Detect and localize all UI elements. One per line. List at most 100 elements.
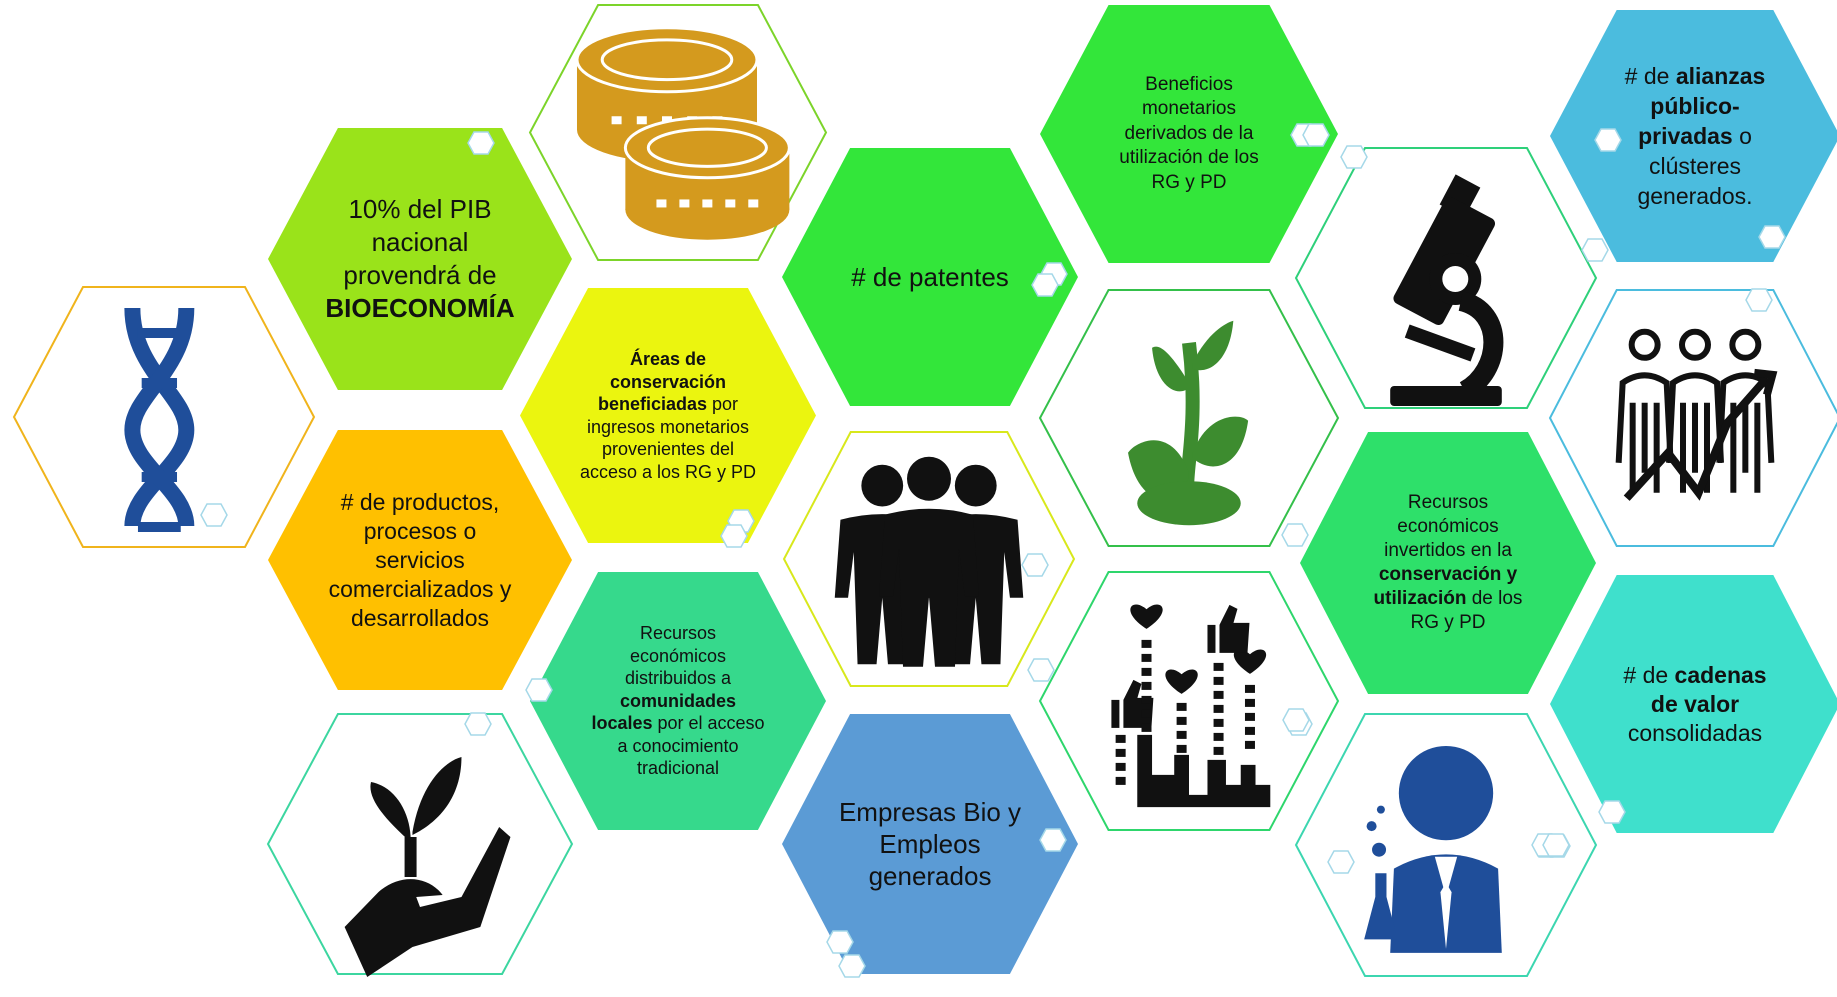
coins-icon [575, 26, 791, 240]
text-line: Beneficios [1119, 73, 1258, 98]
microscope-hex [1294, 147, 1598, 409]
bold-text: conservación [609, 371, 727, 392]
plain-text: 10% del PIB [348, 194, 492, 224]
small-hexagon-icon [1031, 273, 1059, 297]
small-hexagon-icon [1027, 658, 1055, 682]
text-line: público- [1625, 91, 1766, 121]
plain-text: provendrá de [343, 260, 497, 290]
scientist-icon [1364, 745, 1502, 953]
seedling-icon [1128, 320, 1249, 526]
text-line: procesos o [329, 517, 512, 546]
plain-text: RG y PD [1151, 171, 1227, 193]
bold-text: de valor [1650, 690, 1740, 717]
plain-text: desarrollados [350, 604, 490, 631]
text-line: utilización de los [1374, 587, 1523, 611]
small-hexagon-icon [525, 678, 553, 702]
text-line: invertidos en la [1374, 539, 1523, 563]
text-line: Empresas Bio y [839, 796, 1021, 828]
plain-text: Recursos [1407, 492, 1489, 513]
plain-text: # de productos, [340, 488, 500, 515]
text-line: desarrollados [329, 604, 512, 633]
text-line: servicios [329, 546, 512, 575]
plain-text: # de [1624, 63, 1676, 89]
text-line: # de alianzas [1625, 61, 1766, 91]
likes-city-icon [1111, 604, 1271, 808]
plain-text: distribuidos a [624, 668, 732, 689]
plain-text: generados [868, 861, 992, 891]
small-hexagon-icon [1039, 828, 1067, 852]
text-line: Áreas de [580, 348, 756, 371]
text-line: económicos [1374, 515, 1523, 539]
small-hexagon-icon [1594, 128, 1622, 152]
plain-text: nacional [371, 227, 469, 257]
plain-text: # de [1623, 661, 1675, 688]
small-hexagon-icon [1581, 238, 1609, 262]
hex-patentes: # de patentes [782, 148, 1078, 406]
bold-text: Áreas de [629, 349, 707, 369]
plain-text: tradicional [636, 758, 720, 779]
plain-text: consolidadas [1627, 719, 1763, 746]
small-hexagon-icon [1021, 553, 1049, 577]
bold-text: alianzas [1675, 63, 1766, 89]
small-hexagon-icon [1542, 833, 1570, 857]
plain-text: por [707, 394, 739, 414]
text-line: Empleos [839, 828, 1021, 860]
coins-hex [528, 4, 828, 261]
people-group-hex [782, 431, 1076, 687]
plain-text: económicos [629, 645, 727, 666]
text-line: Recursos [591, 622, 764, 645]
bold-text: beneficiadas [597, 394, 707, 414]
small-hexagon-icon [1340, 145, 1368, 169]
plain-text: o [1732, 123, 1752, 149]
bold-text: locales [591, 713, 653, 734]
text-line: locales por el acceso [591, 712, 764, 735]
plain-text: Beneficios [1145, 73, 1233, 95]
dna-icon [124, 307, 195, 532]
text-line: clústeres [1625, 151, 1766, 181]
scientist-hex [1294, 713, 1598, 977]
small-hexagon-icon [838, 954, 866, 978]
text-line: # de patentes [851, 262, 1009, 292]
plain-text: Recursos [639, 623, 717, 644]
small-hexagon-icon [1281, 523, 1309, 547]
text-line: a conocimiento [591, 735, 764, 758]
plain-text: utilización de los [1119, 147, 1259, 169]
small-hexagon-icon [826, 930, 854, 954]
small-hexagon-icon [1758, 225, 1786, 249]
hand-plant-hex [266, 713, 574, 977]
hex-patentes-text: # de patentes [842, 148, 1018, 406]
text-line: generados [839, 860, 1021, 892]
text-line: económicos [591, 645, 764, 668]
plain-text: de los [1466, 588, 1523, 609]
bold-text: comunidades [619, 690, 737, 711]
text-line: acceso a los RG y PD [580, 461, 756, 484]
small-hexagon-icon [200, 503, 228, 527]
small-hexagon-icon [1598, 800, 1626, 824]
plain-text: derivados de la [1124, 122, 1254, 144]
text-line: beneficiadas por [580, 393, 756, 416]
people-group-icon [834, 456, 1024, 667]
text-line: derivados de la [1119, 122, 1258, 147]
likes-city-hex [1038, 571, 1340, 831]
plain-text: Empleos [879, 829, 981, 859]
seedling-hex [1038, 289, 1340, 547]
small-hexagon-icon [467, 131, 495, 155]
small-hexagon-icon [1745, 288, 1773, 312]
text-line: comercializados y [329, 575, 512, 604]
bold-text: utilización [1373, 588, 1467, 609]
people-growth-hex [1548, 289, 1837, 547]
small-hexagon-icon [1282, 708, 1310, 732]
